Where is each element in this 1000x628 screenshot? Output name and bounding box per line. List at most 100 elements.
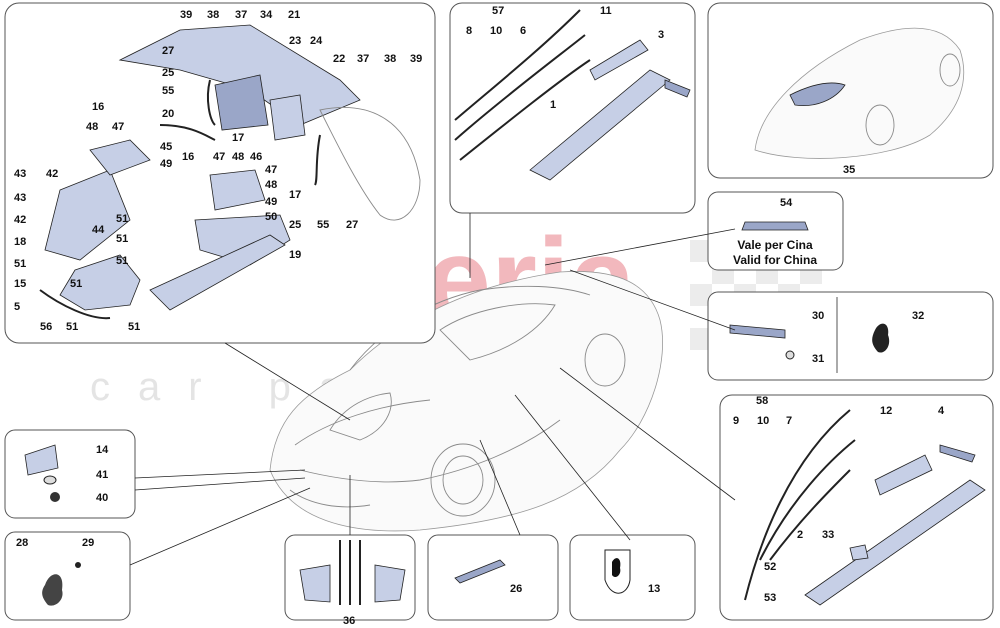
label: 23 [289,35,301,47]
labels-top-right: 35 [843,164,855,176]
label: 51 [116,233,128,245]
label: 22 [333,53,345,65]
panel-window-trims [284,534,416,621]
label: 48 [265,179,277,191]
label: 39 [180,9,192,21]
label: 30 [812,310,824,322]
china-note-en: Valid for China [733,253,817,267]
label: 51 [14,258,26,270]
label: 2 [797,529,803,541]
label: 51 [70,278,82,290]
panel-engine-bay [4,2,436,344]
label: 51 [128,321,140,333]
label: 28 [16,537,28,549]
label: 43 [14,192,26,204]
label: 19 [289,249,301,261]
china-note-it: Vale per Cina [737,238,813,252]
label: 36 [343,615,355,627]
label: 20 [162,108,174,120]
label: 31 [812,353,824,365]
label: 54 [780,197,793,209]
panel-side-lettering [427,534,559,621]
panel-china-emblem [707,191,844,271]
label: 3 [658,29,664,41]
label: 38 [207,9,219,21]
label: 37 [235,9,247,21]
label: 29 [82,537,94,549]
label: 32 [912,310,924,322]
panel-trim-strips [449,2,696,214]
label: 24 [310,35,323,47]
label: 48 [232,151,244,163]
label: 34 [260,9,273,21]
label: 37 [357,53,369,65]
label: 57 [492,5,504,17]
labels-china: 54 Vale per Cina Valid for China [733,197,817,267]
labels-right-bottom: 58 9 10 7 12 4 33 2 52 53 [733,395,945,604]
label: 13 [648,583,660,595]
label: 12 [880,405,892,417]
label: 11 [600,5,612,17]
label: 26 [510,583,522,595]
label: 35 [843,164,855,176]
leader-lines [129,213,736,566]
labels-left-mid: 14 41 40 [96,444,109,504]
panel-side-sills [719,394,994,621]
label: 10 [757,415,769,427]
label: 48 [86,121,98,133]
label: 18 [14,236,26,248]
label: 25 [162,67,174,79]
labels-left-bottom: 28 29 [16,537,94,549]
label: 7 [786,415,792,427]
label: 4 [938,405,945,417]
label: 49 [265,196,277,208]
label: 39 [410,53,422,65]
label: 47 [112,121,124,133]
labels-top-left: 39 38 37 34 21 27 23 24 22 37 38 39 25 5… [14,9,422,333]
label: 51 [116,213,128,225]
label: 16 [92,101,104,113]
label: 41 [96,469,108,481]
panel-badges [707,291,994,381]
label: 46 [250,151,262,163]
labels-badges: 30 31 32 [812,310,924,365]
label: 33 [822,529,834,541]
label: 8 [466,25,472,37]
label: 53 [764,592,776,604]
label: 51 [116,255,128,267]
label: 43 [14,168,26,180]
label: 42 [14,214,26,226]
label: 5 [14,301,20,313]
label: 14 [96,444,109,456]
label: 42 [46,168,58,180]
label: 55 [317,219,329,231]
labels-top-mid: 57 8 10 6 11 3 1 [466,5,664,111]
label: 17 [289,189,301,201]
label: 47 [213,151,225,163]
panel-shield-emblem [569,534,696,621]
label: 27 [346,219,358,231]
label: 51 [66,321,78,333]
label: 52 [764,561,776,573]
label: 49 [160,158,172,170]
label: 1 [550,99,556,111]
label: 6 [520,25,526,37]
label: 56 [40,321,52,333]
label: 44 [92,224,105,236]
panel-horse-emblem [4,531,131,621]
label: 15 [14,278,26,290]
panel-car-overview [707,2,994,179]
label: 58 [756,395,768,407]
label: 10 [490,25,502,37]
label: 38 [384,53,396,65]
label: 9 [733,415,739,427]
labels-bottom-mid: 36 26 13 [343,583,660,627]
label: 21 [288,9,300,21]
label: 25 [289,219,301,231]
label: 55 [162,85,174,97]
label: 17 [232,132,244,144]
panel-front-badge [4,429,136,519]
label: 27 [162,45,174,57]
label: 16 [182,151,194,163]
